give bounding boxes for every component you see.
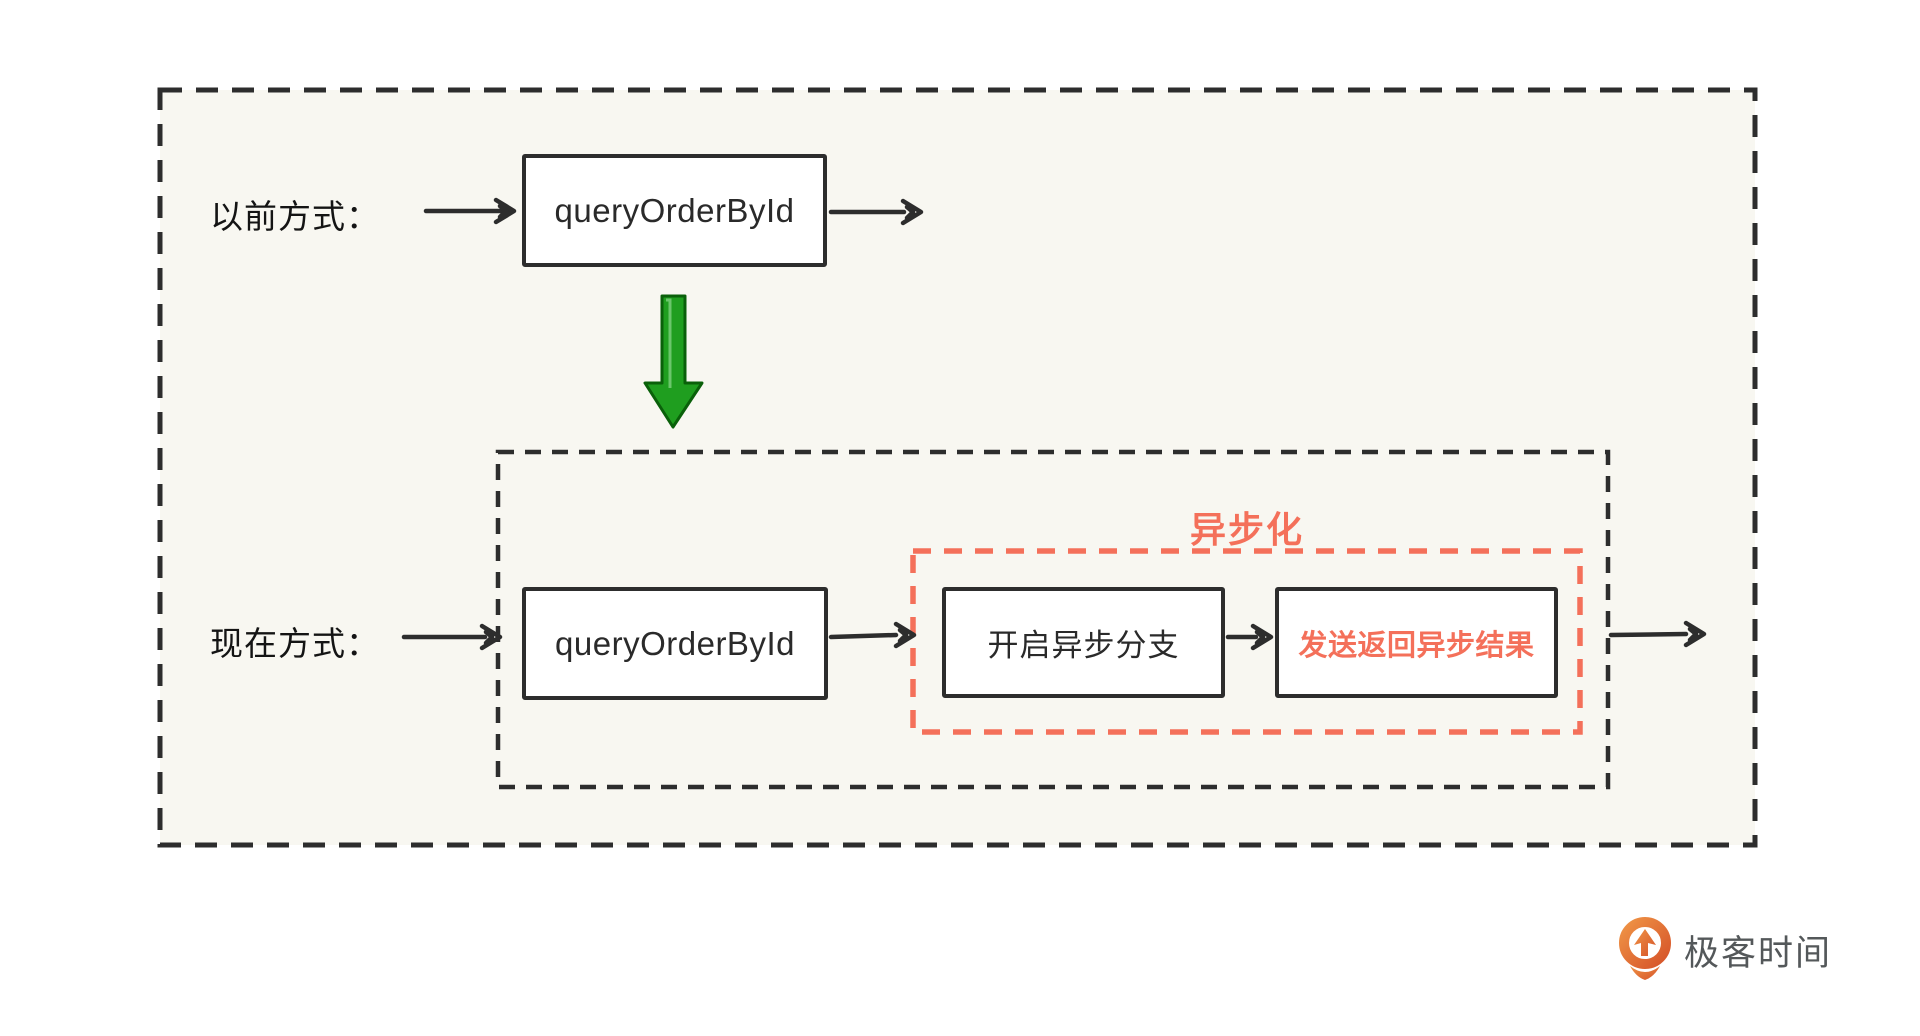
geektime-logo: 极客时间	[1616, 914, 1832, 986]
node-query-order-before: queryOrderById	[522, 154, 827, 267]
asyncify-label: 异步化	[1190, 509, 1305, 550]
geektime-logo-text: 极客时间	[1684, 933, 1833, 973]
green-down-arrow-icon	[643, 294, 704, 429]
node-open-async-branch-text: 开启异步分支	[987, 628, 1180, 663]
green-arrow-highlight	[666, 298, 672, 388]
geektime-logo-icon	[1619, 917, 1671, 980]
now-way-dashed-frame	[495, 449, 1611, 790]
outer-dashed-frame	[157, 87, 1758, 848]
arrow-branch-to-send	[1225, 623, 1274, 651]
node-query-order-before-text: queryOrderById	[554, 191, 795, 229]
node-query-order-now: queryOrderById	[522, 587, 828, 700]
node-open-async-branch: 开启异步分支	[942, 587, 1225, 698]
node-send-async-result-text: 发送返回异步结果	[1298, 629, 1535, 662]
arrow-now-out	[1608, 620, 1707, 648]
node-send-async-result: 发送返回异步结果	[1275, 587, 1558, 698]
logo-up-arrow	[1634, 929, 1656, 956]
now-way-label: 现在方式：	[210, 625, 380, 662]
arrow-now-in	[401, 623, 503, 651]
before-way-label: 以前方式：	[210, 198, 380, 235]
arrow-query-to-branch	[828, 621, 917, 649]
logo-pin-tail	[1630, 966, 1660, 980]
arrow-before-out	[828, 198, 924, 226]
arrow-before-in	[423, 197, 517, 225]
asyncify-dashed-frame	[910, 548, 1583, 735]
node-query-order-now-text: queryOrderById	[555, 624, 795, 662]
